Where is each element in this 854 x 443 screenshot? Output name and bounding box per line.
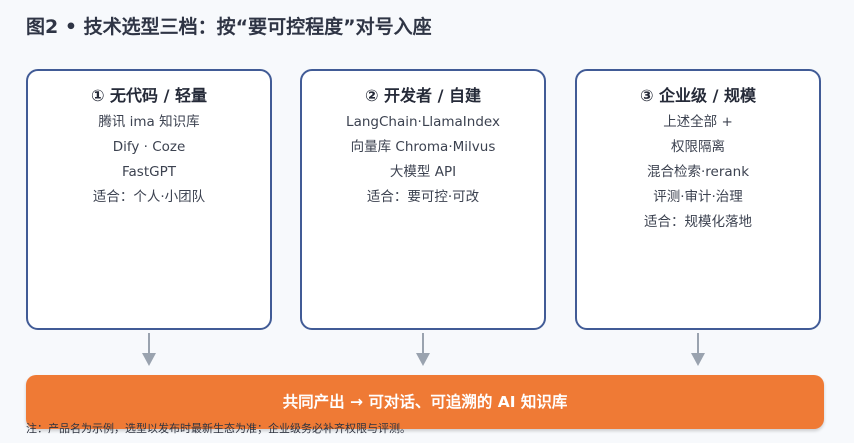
footnote: 注：产品名为示例，选型以发布时最新生态为准；企业级务必补齐权限与评测。 xyxy=(26,422,411,435)
tier-card-enterprise: ③ 企业级 / 规模 上述全部 + 权限隔离 混合检索·rerank 评测·审计… xyxy=(575,69,821,330)
card-title: ① 无代码 / 轻量 xyxy=(90,86,208,105)
card-title: ③ 企业级 / 规模 xyxy=(639,86,757,105)
banner-text: 共同产出 → 可对话、可追溯的 AI 知识库 xyxy=(282,393,568,411)
card-line: 权限隔离 xyxy=(671,139,725,155)
card-line: 混合检索·rerank xyxy=(646,164,750,180)
arrow-down-icon xyxy=(691,333,705,366)
card-line: FastGPT xyxy=(122,164,176,180)
card-line: 适合：要可控·可改 xyxy=(366,189,480,205)
card-title: ② 开发者 / 自建 xyxy=(364,86,482,105)
card-lines: 上述全部 + 权限隔离 混合检索·rerank 评测·审计·治理 适合：规模化落… xyxy=(577,110,819,235)
card-line: 上述全部 + xyxy=(663,114,733,130)
card-lines: 腾讯 ima 知识库 Dify · Coze FastGPT 适合：个人·小团队 xyxy=(28,110,270,210)
card-line: 向量库 Chroma·Milvus xyxy=(350,139,496,155)
outcome-banner: 共同产出 → 可对话、可追溯的 AI 知识库 xyxy=(26,375,824,429)
arrow-down-icon xyxy=(416,333,430,366)
card-line: 腾讯 ima 知识库 xyxy=(98,114,200,130)
card-line: 适合：规模化落地 xyxy=(644,214,752,230)
card-line: Dify · Coze xyxy=(112,139,186,155)
card-line: 适合：个人·小团队 xyxy=(92,189,206,205)
arrow-down-icon xyxy=(142,333,156,366)
tier-card-no-code: ① 无代码 / 轻量 腾讯 ima 知识库 Dify · Coze FastGP… xyxy=(26,69,272,330)
card-lines: LangChain·LlamaIndex 向量库 Chroma·Milvus 大… xyxy=(302,110,544,210)
figure-title: 图2 • 技术选型三档：按“要可控程度”对号入座 xyxy=(26,16,432,38)
card-line: LangChain·LlamaIndex xyxy=(346,114,500,130)
card-line: 评测·审计·治理 xyxy=(653,189,743,205)
card-line: 大模型 API xyxy=(389,164,457,180)
tier-card-developer: ② 开发者 / 自建 LangChain·LlamaIndex 向量库 Chro… xyxy=(300,69,546,330)
